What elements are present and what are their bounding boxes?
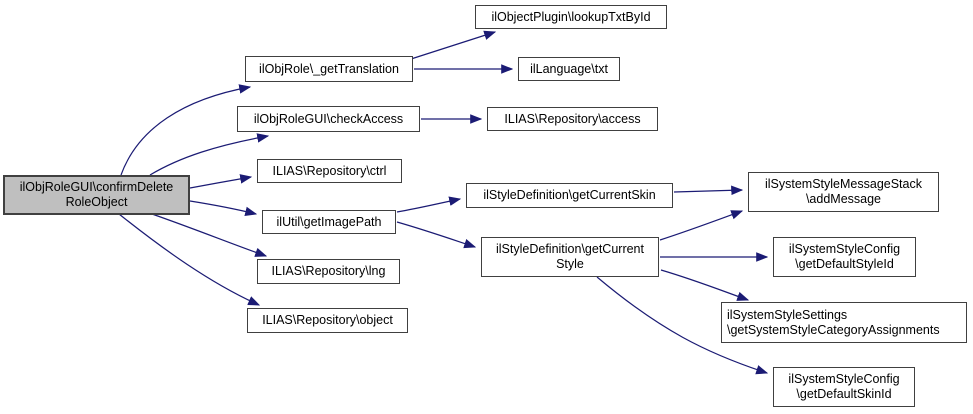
node-label: ilStyleDefinition\getCurrent Style: [496, 242, 644, 271]
edge-get-current-style-category-assignments: [660, 269, 750, 301]
node-label: ilSystemStyleConfig \getDefaultStyleId: [788, 242, 901, 271]
node-get-current-skin[interactable]: ilStyleDefinition\getCurrentSkin: [466, 183, 673, 208]
node-get-current-style[interactable]: ilStyleDefinition\getCurrent Style: [481, 237, 659, 277]
node-label: ILIAS\Repository\access: [504, 111, 641, 126]
edge-confirm-delete-role-object-repository-ctrl: [189, 174, 253, 189]
node-language-txt[interactable]: ilLanguage\txt: [518, 57, 620, 81]
node-label: ilLanguage\txt: [530, 61, 608, 76]
node-confirm-delete-role-object[interactable]: ilObjRoleGUI\confirmDelete RoleObject: [3, 175, 190, 215]
node-category-assignments[interactable]: ilSystemStyleSettings \getSystemStyleCat…: [721, 302, 967, 343]
edge-confirm-delete-role-object-check-access: [149, 133, 270, 176]
edge-get-current-style-add-message: [659, 210, 744, 241]
node-label: ilObjRoleGUI\checkAccess: [253, 111, 404, 126]
node-label: ILIAS\Repository\lng: [271, 264, 386, 278]
node-label: ilSystemStyleSettings \getSystemStyleCat…: [727, 307, 940, 337]
node-repository-access[interactable]: ILIAS\Repository\access: [487, 107, 658, 131]
node-add-message[interactable]: ilSystemStyleMessageStack \addMessage: [748, 172, 939, 212]
node-get-image-path[interactable]: ilUtil\getImagePath: [262, 210, 396, 234]
edge-confirm-delete-role-object-repository-object: [118, 213, 261, 306]
node-get-default-style-id[interactable]: ilSystemStyleConfig \getDefaultStyleId: [773, 237, 916, 277]
node-label: ILIAS\Repository\ctrl: [272, 163, 387, 178]
node-label: ilObjectPlugin\lookupTxtById: [491, 9, 651, 24]
node-get-default-skin-id[interactable]: ilSystemStyleConfig \getDefaultSkinId: [773, 367, 915, 407]
node-label: ilSystemStyleMessageStack \addMessage: [764, 177, 922, 206]
edge-get-image-path-get-current-style: [396, 221, 477, 249]
node-get-translation[interactable]: ilObjRole\_getTranslation: [245, 56, 413, 82]
node-label: ILIAS\Repository\object: [262, 313, 393, 327]
node-label: ilSystemStyleConfig \getDefaultSkinId: [788, 372, 900, 401]
edge-confirm-delete-role-object-get-translation: [120, 84, 252, 176]
node-label: ilUtil\getImagePath: [276, 214, 382, 229]
node-repository-object[interactable]: ILIAS\Repository\object: [247, 308, 408, 333]
edge-get-current-skin-add-message: [673, 185, 744, 196]
edge-get-current-style-get-default-skin-id: [596, 276, 769, 375]
edge-confirm-delete-role-object-get-image-path: [189, 200, 258, 217]
node-repository-ctrl[interactable]: ILIAS\Repository\ctrl: [257, 159, 402, 183]
node-label: ilStyleDefinition\getCurrentSkin: [483, 188, 656, 202]
edge-get-translation-lookup-txt-by-id: [410, 30, 497, 60]
node-repository-lng[interactable]: ILIAS\Repository\lng: [257, 259, 400, 284]
node-label: ilObjRole\_getTranslation: [259, 61, 399, 76]
edge-get-image-path-get-current-skin: [396, 196, 462, 213]
node-lookup-txt-by-id[interactable]: ilObjectPlugin\lookupTxtById: [475, 5, 667, 29]
node-label: ilObjRoleGUI\confirmDelete RoleObject: [19, 180, 174, 209]
edge-confirm-delete-role-object-repository-lng: [151, 213, 268, 257]
node-check-access[interactable]: ilObjRoleGUI\checkAccess: [237, 106, 420, 132]
